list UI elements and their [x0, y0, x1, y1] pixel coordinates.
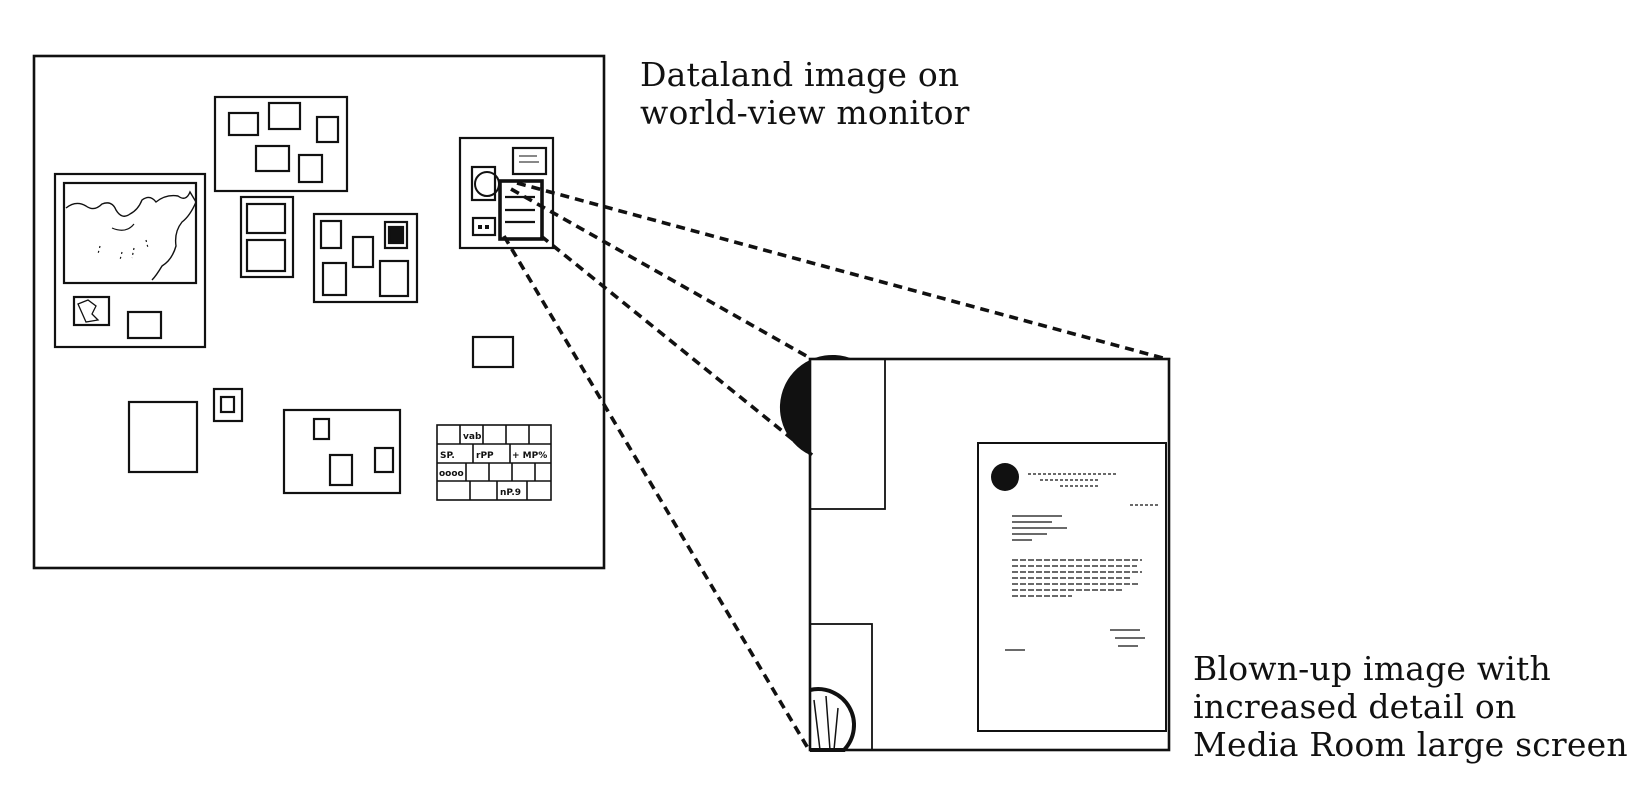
stacked-window [239, 195, 295, 279]
seal-icon [991, 463, 1019, 491]
zoom-source-window [458, 136, 555, 250]
small-window [471, 335, 515, 369]
projection-line-middle [539, 234, 814, 457]
blown-up-caption-line3: Media Room large screen [1193, 725, 1628, 764]
document-page [977, 442, 1167, 732]
blown-up-caption: Blown-up image with increased detail on … [1193, 650, 1628, 764]
projection-line-top-right [516, 181, 1171, 362]
coastline-map-icon [65, 190, 197, 281]
keyboard-key-label: SP. [440, 451, 455, 461]
blown-up-caption-line2: increased detail on [1193, 687, 1517, 726]
three-card-window [282, 408, 402, 495]
tiny-window [212, 387, 244, 423]
world-view-caption-line2: world-view monitor [640, 93, 970, 132]
map-window [53, 172, 207, 349]
world-view-caption-line1: Dataland image on [640, 55, 960, 94]
panel-window [312, 212, 419, 304]
keyboard-key-label: nP.9 [500, 488, 521, 498]
projection-lines [502, 181, 1171, 751]
keyboard-key-label: oooo [439, 469, 464, 479]
keyboard-key-label: rPP [476, 451, 494, 461]
keyboard-key-label: vab [463, 432, 482, 442]
blown-up-caption-line1: Blown-up image with [1193, 649, 1551, 688]
keyboard-key-label: + MP% [512, 451, 547, 461]
projection-line-lower [502, 235, 811, 751]
dial-icon-lower [809, 687, 856, 752]
keyboard-grid [436, 424, 552, 501]
world-view-caption: Dataland image on world-view monitor [640, 56, 970, 132]
empty-window [127, 400, 199, 474]
large-screen [779, 354, 1171, 752]
projection-line-upper [510, 187, 811, 360]
thumbnail-cluster-top [213, 95, 349, 193]
dial-icon-upper [779, 354, 855, 455]
